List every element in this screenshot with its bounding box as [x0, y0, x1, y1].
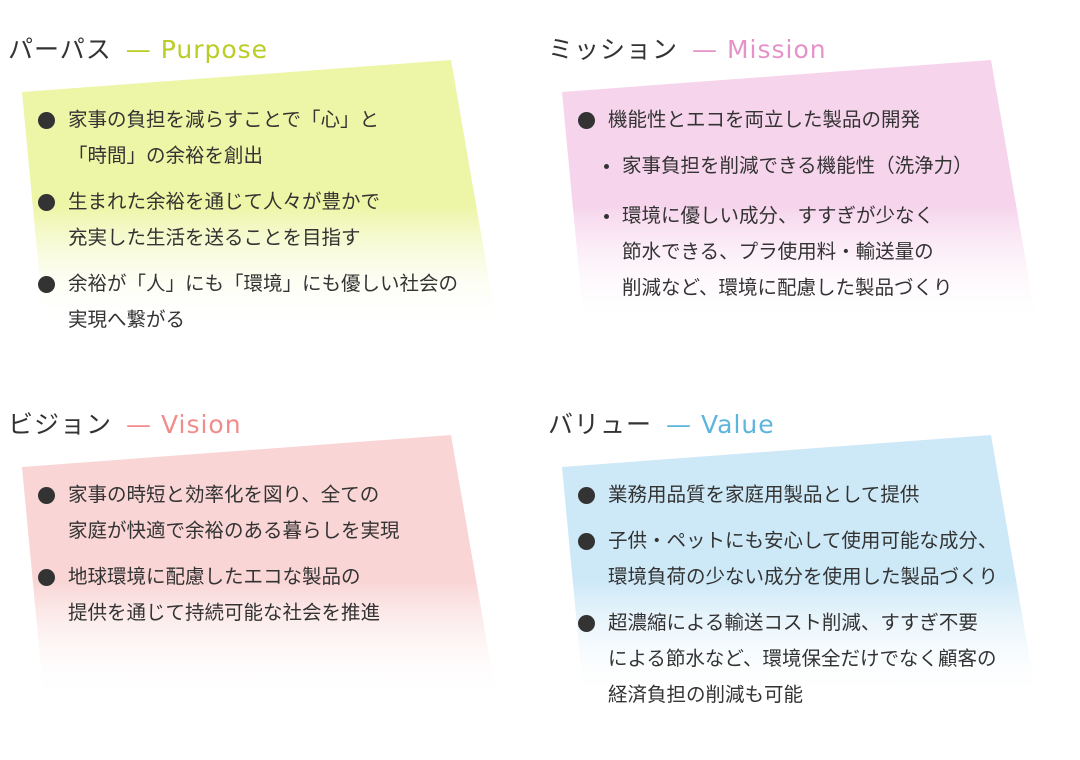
small-bullet-icon: [604, 164, 609, 169]
mission-card-background: [562, 60, 1036, 325]
list-item: 機能性とエコを両立した製品の開発: [578, 102, 973, 138]
list-item: 超濃縮による輸送コスト削減、すすぎ不要による節水など、環境保全だけでなく顧客の経…: [578, 605, 998, 713]
list-item: 子供・ペットにも安心して使用可能な成分、環境負荷の少ない成分を使用した製品づくり: [578, 523, 998, 595]
heading-jp: ミッション: [548, 35, 679, 64]
heading-jp: ビジョン: [8, 410, 113, 439]
item-text-line: 環境負荷の少ない成分を使用した製品づくり: [608, 565, 999, 588]
purpose-section: パーパス — Purpose 家事の負担を減らすことで「心」と「時間」の余裕を創出…: [0, 0, 520, 370]
list-item: 生まれた余裕を通じて人々が豊かで充実した生活を送ることを目指す: [38, 184, 458, 256]
heading-jp: バリュー: [548, 410, 653, 439]
item-text-line: 業務用品質を家庭用製品として提供: [608, 483, 920, 506]
item-text-line: 節水できる、プラ使用料・輸送量の: [622, 240, 934, 263]
vision-heading: ビジョン — Vision: [8, 405, 242, 441]
item-text-line: 環境に優しい成分、すすぎが少なく: [622, 204, 935, 227]
list-item: 業務用品質を家庭用製品として提供: [578, 477, 998, 513]
item-text-line: 実現へ繋がる: [68, 308, 186, 331]
vision-list: 家事の時短と効率化を図り、全ての家庭が快適で余裕のある暮らしを実現地球環境に配慮…: [38, 477, 400, 641]
item-text-line: 生まれた余裕を通じて人々が豊かで: [68, 190, 381, 213]
item-text-line: による節水など、環境保全だけでなく顧客の: [608, 647, 997, 670]
item-text-line: 超濃縮による輸送コスト削減、すすぎ不要: [608, 611, 978, 634]
item-text-line: 削減など、環境に配慮した製品づくり: [622, 276, 953, 299]
bullet-icon: [38, 569, 55, 586]
vision-card-background: [22, 435, 496, 700]
list-item: 地球環境に配慮したエコな製品の提供を通じて持続可能な社会を推進: [38, 559, 400, 631]
item-text-line: 充実した生活を送ることを目指す: [68, 226, 361, 249]
sub-list-item: 環境に優しい成分、すすぎが少なく節水できる、プラ使用料・輸送量の削減など、環境に…: [578, 198, 973, 306]
item-text-line: 「時間」の余裕を創出: [68, 144, 264, 167]
sub-list-item: 家事負担を削減できる機能性（洗浄力）: [578, 148, 973, 184]
heading-en: — Mission: [692, 35, 827, 64]
heading-en: — Value: [666, 410, 775, 439]
bullet-icon: [38, 112, 55, 129]
mission-list: 機能性とエコを両立した製品の開発家事負担を削減できる機能性（洗浄力） 環境に優しい…: [578, 102, 973, 320]
value-heading: バリュー — Value: [548, 405, 775, 441]
item-text-line: 家事の時短と効率化を図り、全ての: [68, 483, 380, 506]
list-item: 余裕が「人」にも「環境」にも優しい社会の実現へ繋がる: [38, 266, 458, 338]
bullet-icon: [578, 112, 595, 129]
purpose-list: 家事の負担を減らすことで「心」と「時間」の余裕を創出生まれた余裕を通じて人々が豊…: [38, 102, 458, 348]
bullet-icon: [578, 615, 595, 632]
purpose-heading: パーパス — Purpose: [8, 30, 268, 66]
item-text-line: 家庭が快適で余裕のある暮らしを実現: [68, 519, 400, 542]
bullet-icon: [38, 487, 55, 504]
small-bullet-icon: [604, 214, 609, 219]
heading-en: — Purpose: [125, 35, 269, 64]
item-text-line: 家事負担を削減できる機能性（洗浄力）: [622, 154, 973, 177]
purpose-card-background: [22, 60, 496, 325]
bullet-icon: [38, 194, 55, 211]
item-text-line: 地球環境に配慮したエコな製品の: [68, 565, 361, 588]
bullet-icon: [578, 487, 595, 504]
item-text-line: 経済負担の削減も可能: [608, 683, 804, 706]
value-list: 業務用品質を家庭用製品として提供子供・ペットにも安心して使用可能な成分、環境負荷…: [578, 477, 998, 723]
list-item: 家事の負担を減らすことで「心」と「時間」の余裕を創出: [38, 102, 458, 174]
heading-en: — Vision: [126, 410, 242, 439]
item-text-line: 提供を通じて持続可能な社会を推進: [68, 601, 381, 624]
value-card-background: [562, 435, 1036, 700]
item-text-line: 子供・ペットにも安心して使用可能な成分、: [608, 529, 998, 552]
mission-section: ミッション — Mission 機能性とエコを両立した製品の開発家事負担を削減でき…: [540, 0, 1060, 370]
vision-section: ビジョン — Vision 家事の時短と効率化を図り、全ての家庭が快適で余裕のある…: [0, 375, 520, 745]
bullet-icon: [38, 276, 55, 293]
item-text-line: 機能性とエコを両立した製品の開発: [608, 108, 921, 131]
item-text-line: 家事の負担を減らすことで「心」と: [68, 108, 380, 131]
list-item: 家事の時短と効率化を図り、全ての家庭が快適で余裕のある暮らしを実現: [38, 477, 400, 549]
item-text-line: 余裕が「人」にも「環境」にも優しい社会の: [68, 272, 459, 295]
bullet-icon: [578, 533, 595, 550]
value-section: バリュー — Value 業務用品質を家庭用製品として提供子供・ペットにも安心して…: [540, 375, 1060, 745]
mission-heading: ミッション — Mission: [548, 30, 827, 66]
heading-jp: パーパス: [8, 35, 112, 64]
